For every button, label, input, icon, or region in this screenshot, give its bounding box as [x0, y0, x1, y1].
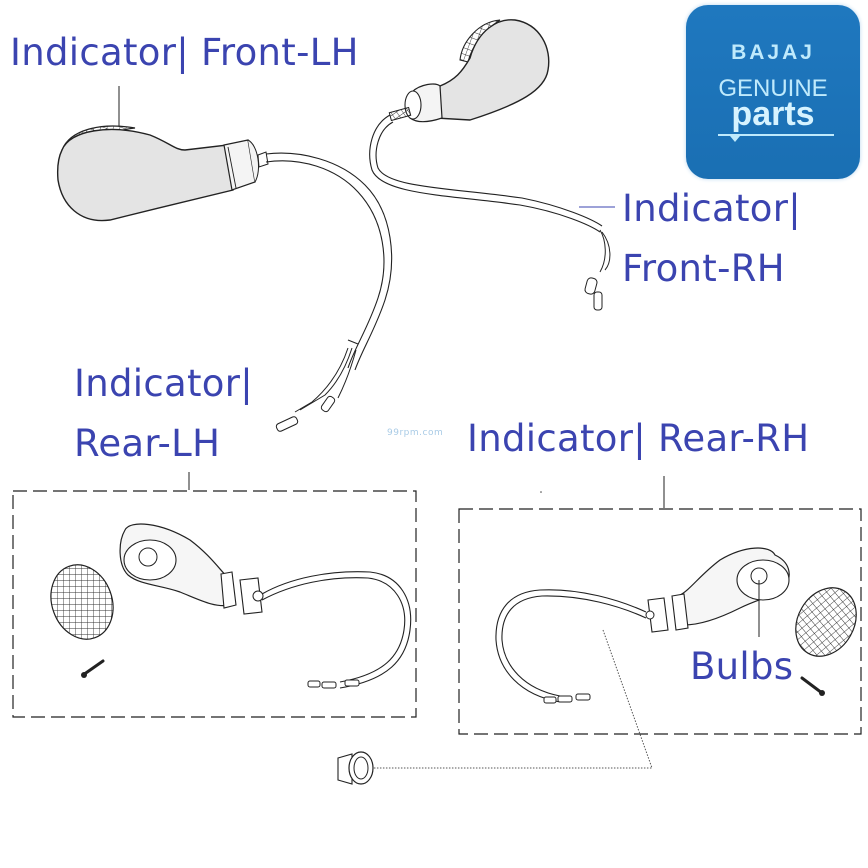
rear-lh-dashed-box — [12, 490, 417, 718]
front-rh-threaded-stud — [388, 106, 412, 122]
watermark-text: 99rpm.com — [387, 428, 444, 438]
front-rh-cable — [369, 114, 601, 233]
front-rh-connector — [584, 277, 598, 295]
rear-lh-screw — [81, 659, 105, 677]
label-bulbs: Bulbs — [690, 645, 794, 688]
grommet-nut-part — [337, 629, 653, 785]
rear-rh-assembly — [458, 476, 862, 735]
grommet-leader-line — [372, 629, 653, 769]
front-rh-indicator — [369, 19, 615, 311]
logo-tick-icon — [730, 136, 740, 142]
grommet-nut-hex — [337, 753, 353, 785]
rear-lh-assembly — [12, 472, 417, 718]
rear-rh-cable — [495, 589, 647, 703]
front-lh-indicator — [56, 86, 393, 432]
rear-rh-screw — [800, 676, 824, 695]
logo-genuine-text: GENUINE — [718, 75, 828, 102]
label-rear-rh: Indicator| Rear-RH — [467, 417, 810, 460]
bajaj-genuine-parts-logo: BAJAJ GENUINE parts — [686, 5, 860, 179]
label-front-rh-line2: Front-RH — [622, 247, 785, 290]
rear-rh-lens — [795, 587, 857, 657]
front-rh-housing — [434, 19, 550, 121]
rear-lh-lens — [50, 564, 114, 640]
front-lh-housing — [56, 128, 234, 222]
label-front-lh: Indicator| Front-LH — [10, 31, 359, 74]
label-rear-lh-line1: Indicator| — [74, 362, 253, 405]
rear-lh-connector — [307, 680, 321, 688]
label-rear-lh-line2: Rear-LH — [74, 422, 221, 465]
rear-rh-grommet — [647, 597, 669, 633]
rear-lh-bulb — [138, 547, 158, 567]
rear-rh-connector — [543, 696, 557, 704]
label-front-rh-line1: Indicator| — [622, 187, 801, 230]
logo-parts-text: parts — [731, 95, 815, 133]
logo-underline — [718, 134, 834, 136]
front-lh-connector — [275, 416, 299, 432]
rear-lh-grommet — [239, 577, 263, 615]
logo-brand-text: BAJAJ — [731, 41, 815, 64]
front-lh-cable — [265, 152, 393, 371]
rear-rh-dashed-box — [458, 508, 862, 735]
rear-lh-cable — [261, 571, 412, 689]
